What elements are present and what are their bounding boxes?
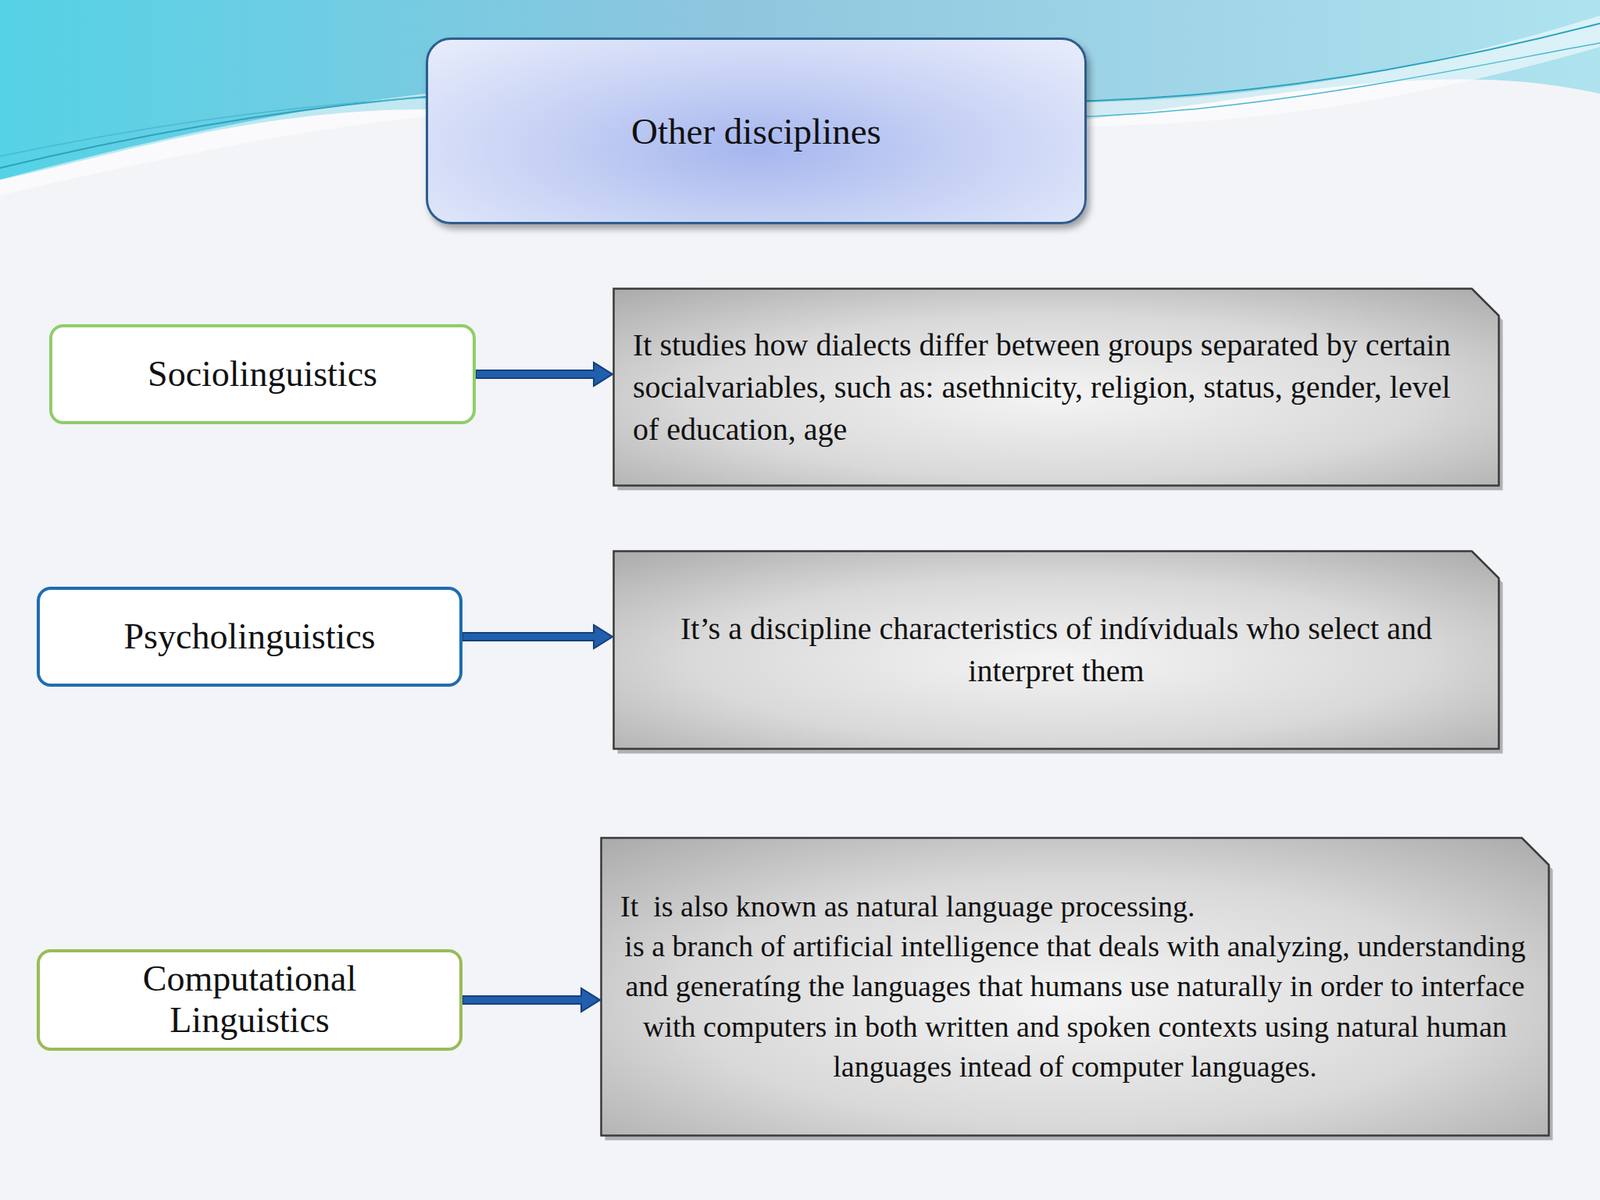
topic-box: Psycholinguistics xyxy=(36,586,463,687)
topic-label: Sociolinguistics xyxy=(147,353,378,396)
description-box: It’s a discipline characteristics of ind… xyxy=(612,550,1500,750)
topic-box: Sociolinguistics xyxy=(49,324,476,425)
card-outline xyxy=(612,550,1500,750)
arrow-connector xyxy=(462,988,600,1012)
card-border xyxy=(614,551,1500,750)
description-text: It is also known as natural language pro… xyxy=(620,886,1530,927)
topic-label: Psycholinguistics xyxy=(123,616,375,658)
description-text: It’s a discipline characteristics of ind… xyxy=(632,607,1480,693)
topic-label: Computational Linguistics xyxy=(93,958,407,1042)
slide-title: Other disciplines xyxy=(631,110,882,153)
description-text: It studies how dialects differ between g… xyxy=(632,324,1480,451)
description-text: is a branch of artificial intelligence t… xyxy=(620,926,1530,1087)
arrow-shape xyxy=(462,625,613,649)
card-border xyxy=(614,289,1500,486)
card-border xyxy=(601,838,1550,1136)
topic-box: Computational Linguistics xyxy=(36,949,463,1051)
arrow-connector xyxy=(475,362,613,386)
arrow-shape xyxy=(462,988,600,1012)
description-box: It is also known as natural language pro… xyxy=(600,836,1550,1137)
title-box: Other disciplines xyxy=(425,37,1087,225)
description-box: It studies how dialects differ between g… xyxy=(612,287,1500,487)
arrow-shape xyxy=(475,362,613,386)
arrow-connector xyxy=(462,625,613,649)
